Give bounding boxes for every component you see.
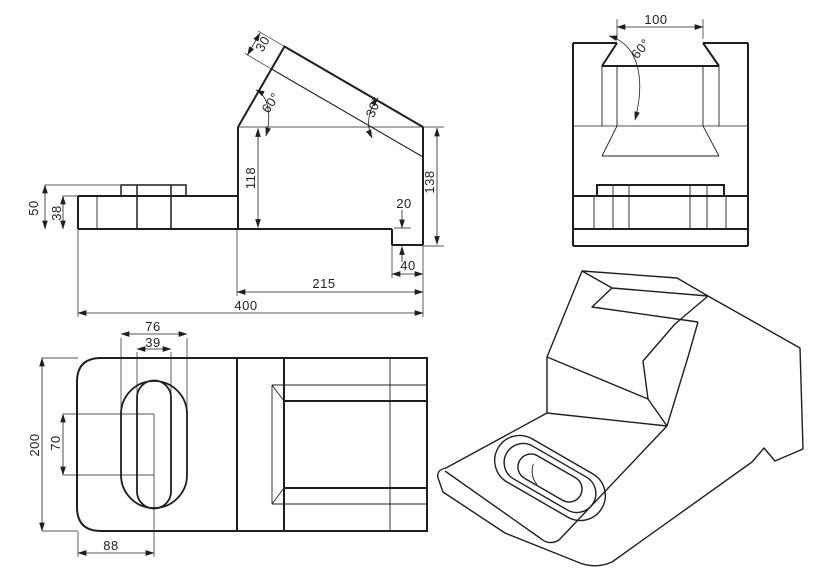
dim-arc-30deg-front (365, 97, 379, 139)
top-thin-edges (271, 358, 391, 531)
dim-label-118: 118 (243, 167, 258, 189)
dim-label-38: 38 (49, 205, 64, 220)
dim-label-88: 88 (103, 538, 118, 553)
dim-line-30-thickness (247, 32, 261, 56)
iso-internal-edges (444, 270, 709, 544)
top-main-edges (236, 358, 427, 531)
dim-label-76: 76 (145, 319, 160, 334)
front-incline-lower-edge (271, 68, 424, 158)
iso-slot-depth-arc (531, 463, 538, 485)
side-inner-lines (593, 66, 727, 229)
iso-slot-pad (494, 434, 606, 522)
dim-label-138: 138 (422, 170, 437, 193)
side-outline (572, 42, 749, 247)
dim-label-20: 20 (396, 196, 411, 211)
top-slot-obrounds (120, 379, 188, 510)
dim-label-60deg-side: 60° (628, 36, 653, 62)
top-view: 76 39 70 200 88 (27, 319, 428, 557)
dim-label-30deg-front: 30° (363, 94, 385, 119)
top-notch-lower-edges (272, 384, 427, 505)
dim-label-50: 50 (26, 200, 41, 215)
top-extension-lines (42, 338, 188, 557)
front-outline (77, 45, 424, 246)
top-outline (76, 357, 428, 532)
dim-label-100: 100 (644, 12, 667, 27)
dim-label-400: 400 (234, 298, 257, 313)
iso-pad-obrounds (494, 434, 606, 522)
dim-arc-60deg-front (255, 89, 271, 137)
dim-label-200: 200 (27, 433, 42, 456)
dim-label-30-thickness: 30 (252, 33, 273, 54)
front-pad-and-slot-edges (120, 184, 187, 229)
front-view: 30 60° 30° 118 138 20 40 215 400 50 38 (26, 30, 444, 317)
dim-label-70: 70 (48, 435, 63, 450)
isometric-view (436, 270, 804, 567)
dim-label-215: 215 (312, 276, 335, 291)
side-reference-and-extensions (573, 19, 748, 127)
dim-arc-60deg-side (608, 35, 641, 121)
dim-label-39: 39 (145, 335, 160, 350)
dim-label-40: 40 (400, 258, 415, 273)
iso-silhouette (436, 270, 804, 567)
side-view: 100 60° (572, 12, 749, 247)
dim-label-60deg-front: 60° (258, 90, 282, 116)
